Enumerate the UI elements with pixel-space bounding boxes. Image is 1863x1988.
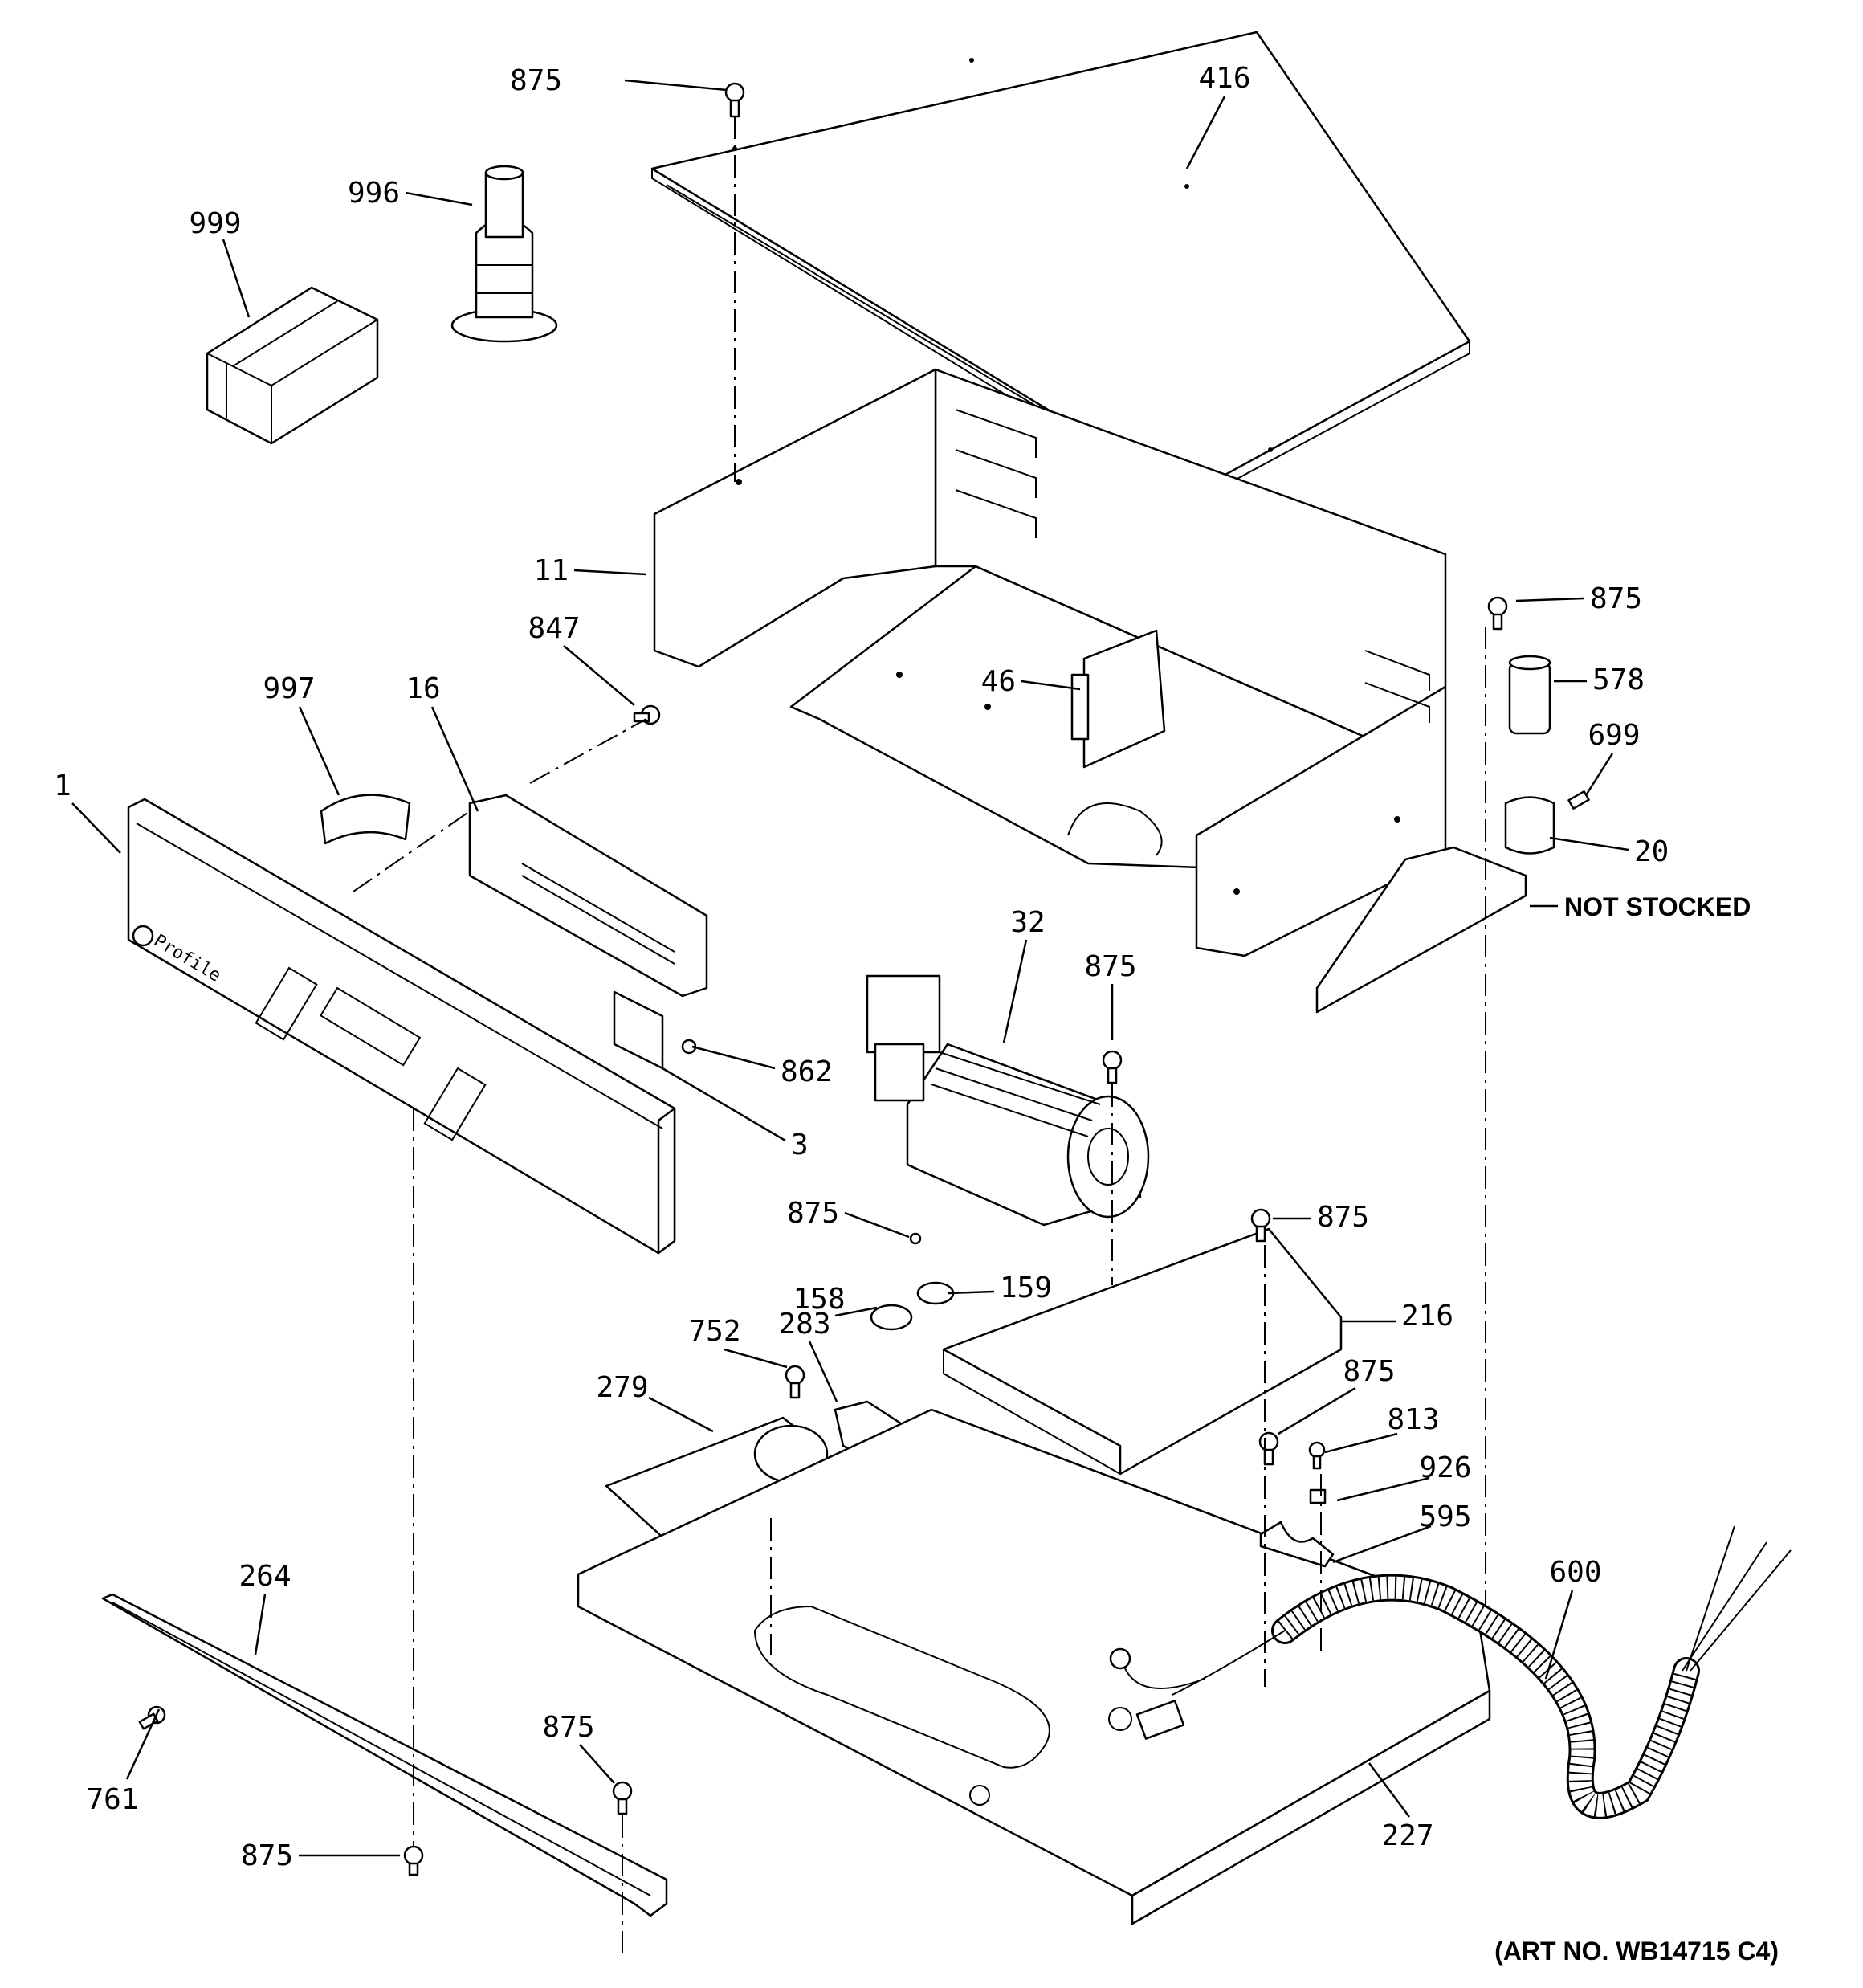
callout-leaders bbox=[71, 79, 1629, 1857]
box-999 bbox=[206, 286, 379, 445]
leader-p875f bbox=[1278, 1386, 1356, 1435]
callout-p926: 926 bbox=[1419, 1451, 1471, 1484]
leader-p3 bbox=[662, 1067, 786, 1142]
callout-p595: 595 bbox=[1419, 1500, 1471, 1533]
leader-p875a bbox=[624, 79, 728, 92]
callout-labels: 875 416 996 999 11 847 46 875 578 699 20 997 16 1 32 87… bbox=[54, 62, 1669, 1872]
leader-p46 bbox=[1021, 680, 1081, 691]
leader-p875b bbox=[1515, 597, 1584, 602]
control-board-16 bbox=[468, 794, 708, 998]
leader-p862 bbox=[691, 1045, 776, 1070]
callout-p20: 20 bbox=[1634, 835, 1669, 868]
center-lines bbox=[353, 116, 1486, 1960]
callout-p216: 216 bbox=[1401, 1300, 1453, 1333]
leader-p600 bbox=[1544, 1590, 1574, 1680]
bottom-pan-227 bbox=[577, 1408, 1491, 1925]
board-46 bbox=[1070, 629, 1166, 769]
bracket-3 bbox=[613, 990, 664, 1070]
leader-p1 bbox=[71, 802, 121, 854]
leader-p16 bbox=[430, 706, 479, 812]
callout-p11: 11 bbox=[534, 554, 569, 587]
callout-p279: 279 bbox=[596, 1371, 648, 1404]
callout-p283: 283 bbox=[778, 1308, 830, 1341]
leader-p875d bbox=[844, 1211, 910, 1239]
fan-32 bbox=[866, 974, 1150, 1227]
leader-p875g bbox=[579, 1744, 615, 1784]
callout-p875e: 875 bbox=[1317, 1201, 1369, 1234]
thermostats-158-159 bbox=[870, 1281, 955, 1331]
callout-p752: 752 bbox=[688, 1315, 740, 1348]
leader-p283 bbox=[808, 1341, 838, 1402]
leader-p761 bbox=[125, 1708, 161, 1780]
callout-p999: 999 bbox=[189, 207, 241, 240]
callout-p3: 3 bbox=[791, 1129, 809, 1161]
callout-p996: 996 bbox=[348, 177, 400, 210]
leg-996 bbox=[450, 165, 558, 343]
leader-p847 bbox=[563, 645, 635, 706]
leader-p926 bbox=[1336, 1476, 1430, 1502]
callout-p264: 264 bbox=[238, 1560, 291, 1593]
callout-p227: 227 bbox=[1381, 1819, 1433, 1852]
leader-p416 bbox=[1185, 96, 1226, 169]
leader-p264 bbox=[254, 1594, 267, 1655]
leader-p227 bbox=[1368, 1762, 1411, 1818]
leader-p158 bbox=[834, 1306, 878, 1317]
callout-p159: 159 bbox=[1000, 1272, 1052, 1304]
not-stocked-note: NOT STOCKED bbox=[1564, 892, 1751, 921]
callout-p416: 416 bbox=[1198, 62, 1250, 95]
cord-600 bbox=[1109, 1525, 1792, 1819]
callout-p875a: 875 bbox=[510, 64, 562, 97]
shield-216 bbox=[942, 1227, 1343, 1476]
art-number-note: (ART NO. WB14715 C4) bbox=[1494, 1937, 1779, 1966]
trim-264 bbox=[101, 1593, 668, 1917]
callout-p578: 578 bbox=[1592, 663, 1645, 696]
callout-p875g: 875 bbox=[542, 1711, 594, 1744]
callout-p813: 813 bbox=[1387, 1403, 1439, 1436]
leader-p32 bbox=[1002, 939, 1028, 1043]
callout-p997: 997 bbox=[263, 672, 315, 705]
callout-p600: 600 bbox=[1549, 1556, 1601, 1589]
callout-p1: 1 bbox=[54, 769, 71, 802]
leader-p595 bbox=[1332, 1525, 1432, 1564]
leader-p813 bbox=[1324, 1432, 1398, 1454]
callout-p875b: 875 bbox=[1590, 582, 1642, 615]
leader-p159 bbox=[947, 1290, 995, 1295]
leader-p279 bbox=[648, 1396, 714, 1433]
chassis-11 bbox=[653, 368, 1527, 1014]
callout-p875d: 875 bbox=[787, 1197, 839, 1230]
callout-p847: 847 bbox=[528, 612, 580, 645]
capacitor-578 bbox=[1504, 655, 1590, 855]
cable-997 bbox=[320, 794, 411, 845]
leader-p996 bbox=[405, 191, 473, 206]
callout-p761: 761 bbox=[86, 1783, 138, 1816]
leader-p997 bbox=[298, 706, 340, 796]
callout-p16: 16 bbox=[406, 672, 440, 705]
leader-p999 bbox=[222, 239, 251, 318]
callout-p158: 158 bbox=[793, 1283, 845, 1316]
callout-p699: 699 bbox=[1588, 719, 1640, 752]
callout-p875f: 875 bbox=[1343, 1355, 1395, 1388]
callout-p46: 46 bbox=[981, 665, 1016, 698]
callout-p32: 32 bbox=[1010, 906, 1045, 939]
leader-p20 bbox=[1549, 836, 1629, 851]
leader-p752 bbox=[724, 1348, 788, 1369]
callout-p875c: 875 bbox=[1084, 950, 1136, 983]
callout-p875h: 875 bbox=[241, 1839, 293, 1872]
leader-p699 bbox=[1584, 753, 1614, 796]
leader-p11 bbox=[573, 569, 647, 576]
callout-p862: 862 bbox=[781, 1055, 833, 1088]
